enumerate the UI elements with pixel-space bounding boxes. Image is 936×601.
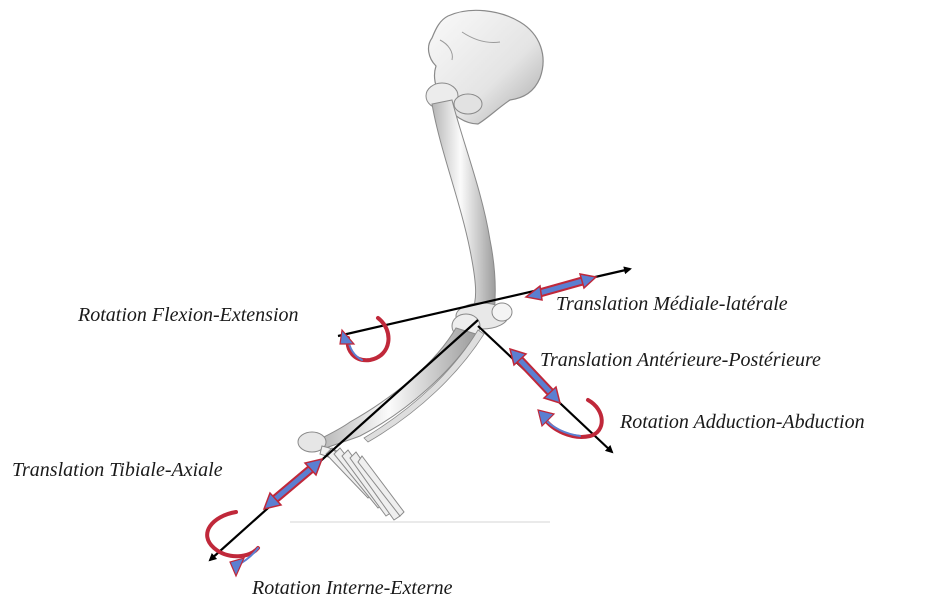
label-translation-anterieure-posterieure: Translation Antérieure-Postérieure (540, 350, 821, 370)
foot-bones (320, 446, 404, 520)
patella (492, 303, 512, 321)
label-rotation-flexion-extension: Rotation Flexion-Extension (78, 305, 299, 325)
label-rotation-interne-externe: Rotation Interne-Externe (252, 578, 453, 598)
tibial-translation-arrow (264, 459, 322, 509)
skeleton (290, 10, 550, 522)
tibia (318, 328, 476, 448)
femur-shaft (432, 100, 495, 314)
tibial-axis (210, 320, 478, 560)
label-rotation-adduction-abduction: Rotation Adduction-Abduction (620, 412, 865, 432)
flexion-extension-rotation-arrow (340, 318, 388, 360)
label-translation-mediale-laterale: Translation Médiale-latérale (556, 294, 788, 314)
adduction-abduction-rotation-arrow (538, 400, 602, 437)
greater-trochanter (454, 94, 482, 114)
internal-external-rotation-arrow (207, 512, 258, 576)
label-translation-tibiale-axiale: Translation Tibiale-Axiale (12, 460, 223, 480)
